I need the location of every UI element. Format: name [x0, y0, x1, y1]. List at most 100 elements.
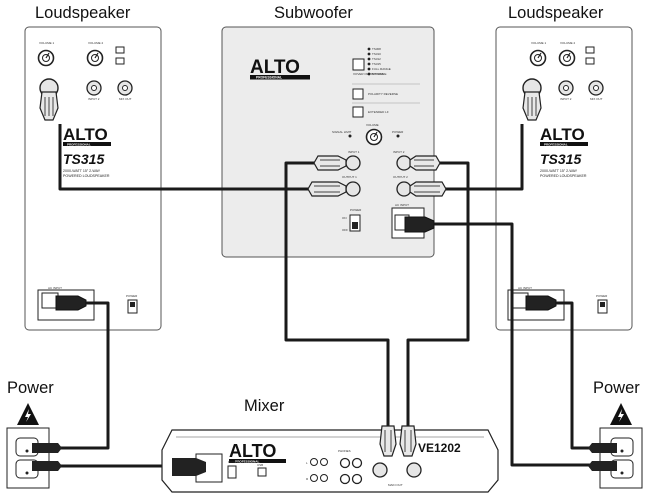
left-speaker-logo: ALTO PROFESSIONAL	[63, 125, 111, 146]
right-speaker-xlr-plug[interactable]	[522, 78, 542, 121]
mixer-power-label: POWER	[228, 460, 240, 464]
right-knob-2-label: VOLUME 2	[560, 41, 576, 45]
svg-text:BYPASS: BYPASS	[372, 72, 384, 76]
sub-volume-label: VOLUME	[366, 123, 379, 127]
left-speaker-volume-1-knob[interactable]	[37, 49, 55, 67]
sub-input-2-label: INPUT 2	[393, 150, 405, 154]
sub-output-1-jack[interactable]	[345, 181, 361, 197]
left-outlet-plug-2[interactable]	[32, 461, 62, 471]
sub-polarity-button[interactable]	[352, 88, 364, 100]
sub-input-1-jack[interactable]	[345, 155, 361, 171]
right-speaker-power-plug[interactable]	[525, 295, 557, 311]
left-mix-out-label: MIX OUT	[119, 97, 132, 101]
subwoofer-logo: ALTO PROFESSIONAL	[250, 57, 310, 80]
cable-sub-to-right-outlet	[433, 222, 590, 467]
sub-power-led	[396, 134, 400, 138]
mixer-xlr-plug-r[interactable]	[399, 425, 417, 457]
sub-output-2-label: OUTPUT 2	[393, 175, 408, 179]
sub-xlr-plugs	[307, 155, 447, 197]
svg-text:TS310: TS310	[372, 52, 381, 56]
cable-right-speaker-power	[556, 301, 590, 450]
sub-polarity-label: POLARITY REVERSE	[368, 92, 398, 96]
left-outlet-plug-1[interactable]	[32, 443, 62, 453]
right-speaker-switch-2[interactable]	[585, 57, 595, 65]
mixer-jack-3[interactable]	[339, 473, 351, 485]
mixer-rca-2[interactable]	[320, 458, 328, 466]
right-ac-input-label: AC INPUT	[518, 286, 532, 290]
svg-text:TS312: TS312	[372, 57, 381, 61]
sub-output-2-jack[interactable]	[396, 181, 412, 197]
left-speaker-power-plug[interactable]	[55, 295, 87, 311]
cable-mixer-to-sub-input-1	[284, 161, 390, 428]
mixer-rca-4[interactable]	[320, 474, 328, 482]
mixer-xlr-plug-l[interactable]	[379, 425, 397, 457]
right-speaker-switch-1[interactable]	[585, 46, 595, 54]
left-speaker-label: Loudspeaker	[35, 4, 131, 22]
right-speaker-label: Loudspeaker	[508, 4, 604, 22]
left-speaker-switch-2[interactable]	[115, 57, 125, 65]
mixer-jack-2[interactable]	[351, 457, 363, 469]
left-speaker-desc-2: POWERED LOUDSPEAKER	[63, 174, 110, 178]
sub-output-1-plug[interactable]	[307, 181, 347, 197]
left-speaker-volume-2-knob[interactable]	[86, 49, 104, 67]
right-speaker-model: TS315	[540, 151, 581, 167]
right-speaker-panel	[495, 26, 633, 331]
left-warning-icon	[17, 403, 39, 425]
svg-text:PROFESSIONAL: PROFESSIONAL	[67, 142, 91, 146]
sub-volume-knob[interactable]	[365, 128, 383, 146]
cable-sub-output-1-to-left-speaker	[58, 124, 310, 191]
mixer-main-out-label: MAIN OUT	[388, 483, 403, 487]
sub-power-switch-label: POWER	[350, 208, 362, 212]
svg-text:ALTO: ALTO	[250, 57, 300, 78]
cable-mixer-to-sub-input-2	[406, 161, 470, 428]
sub-mode-leds: TS308 TS310 TS312 TS315 FULL RANGE BYPAS…	[367, 47, 391, 76]
sub-on-label: ON	[342, 216, 347, 220]
right-speaker-volume-1-knob[interactable]	[529, 49, 547, 67]
right-speaker-desc-2: POWERED LOUDSPEAKER	[540, 174, 587, 178]
sub-power-plug[interactable]	[404, 216, 435, 233]
left-speaker-desc-1: 2000-WATT 15" 2-WAY	[63, 169, 101, 173]
left-knob-1-label: VOLUME 1	[39, 41, 55, 45]
mixer-usb-port[interactable]	[257, 467, 267, 477]
right-speaker-volume-2-knob[interactable]	[558, 49, 576, 67]
sub-output-2-plug[interactable]	[409, 181, 447, 197]
svg-text:PROFESSIONAL: PROFESSIONAL	[256, 76, 282, 80]
sub-output-mode-button[interactable]	[352, 58, 365, 71]
left-speaker-xlr-plug[interactable]	[39, 78, 59, 121]
mixer-jack-1[interactable]	[339, 457, 351, 469]
sub-power-led-label: POWER	[392, 130, 404, 134]
mixer-rca-1[interactable]	[310, 458, 318, 466]
mixer-rca-3[interactable]	[310, 474, 318, 482]
svg-text:TS308: TS308	[372, 47, 381, 51]
cable-sub-output-2-to-right-speaker	[444, 124, 524, 191]
right-outlet-plug-2[interactable]	[588, 461, 617, 471]
svg-text:TS315: TS315	[372, 62, 381, 66]
mixer-main-out-l[interactable]	[372, 462, 388, 478]
mixer-phones-label: PHONES	[338, 449, 351, 453]
right-outlet-plate	[599, 427, 643, 489]
mixer-power-switch[interactable]	[227, 465, 237, 479]
right-speaker-desc-1: 2000-WATT 15" 2-WAY	[540, 169, 578, 173]
power-right-label: Power	[593, 379, 640, 397]
subwoofer-label: Subwoofer	[274, 4, 353, 22]
svg-text:PROFESSIONAL: PROFESSIONAL	[544, 142, 568, 146]
left-speaker-switch-1[interactable]	[115, 46, 125, 54]
mixer-jack-4[interactable]	[351, 473, 363, 485]
sub-input-2-jack[interactable]	[396, 155, 412, 171]
mixer-main-out-r[interactable]	[406, 462, 422, 478]
right-speaker: VOLUME 1 VOLUME 2 INPUT 2 MIX OUT ALTO P…	[495, 26, 633, 331]
sub-extended-lf-button[interactable]	[352, 106, 364, 118]
right-outlet-plug-1[interactable]	[588, 443, 617, 453]
subwoofer-panel	[221, 26, 435, 258]
left-speaker: VOLUME 1 VOLUME 2 INPUT 2 MIX OUT ALTO P…	[24, 26, 162, 331]
right-power-label: POWER	[596, 294, 608, 298]
left-input-2-label: INPUT 2	[88, 97, 100, 101]
sub-ac-input-label: AC INPUT	[395, 203, 409, 207]
sub-input-1-plug[interactable]	[313, 155, 347, 171]
left-outlet-plate	[6, 427, 50, 489]
mixer-model: VE1202	[418, 441, 461, 455]
svg-text:ALTO: ALTO	[63, 125, 108, 144]
sub-input-2-plug[interactable]	[409, 155, 441, 171]
mixer-power-plug[interactable]	[172, 458, 206, 476]
mixer-label: Mixer	[244, 397, 285, 415]
